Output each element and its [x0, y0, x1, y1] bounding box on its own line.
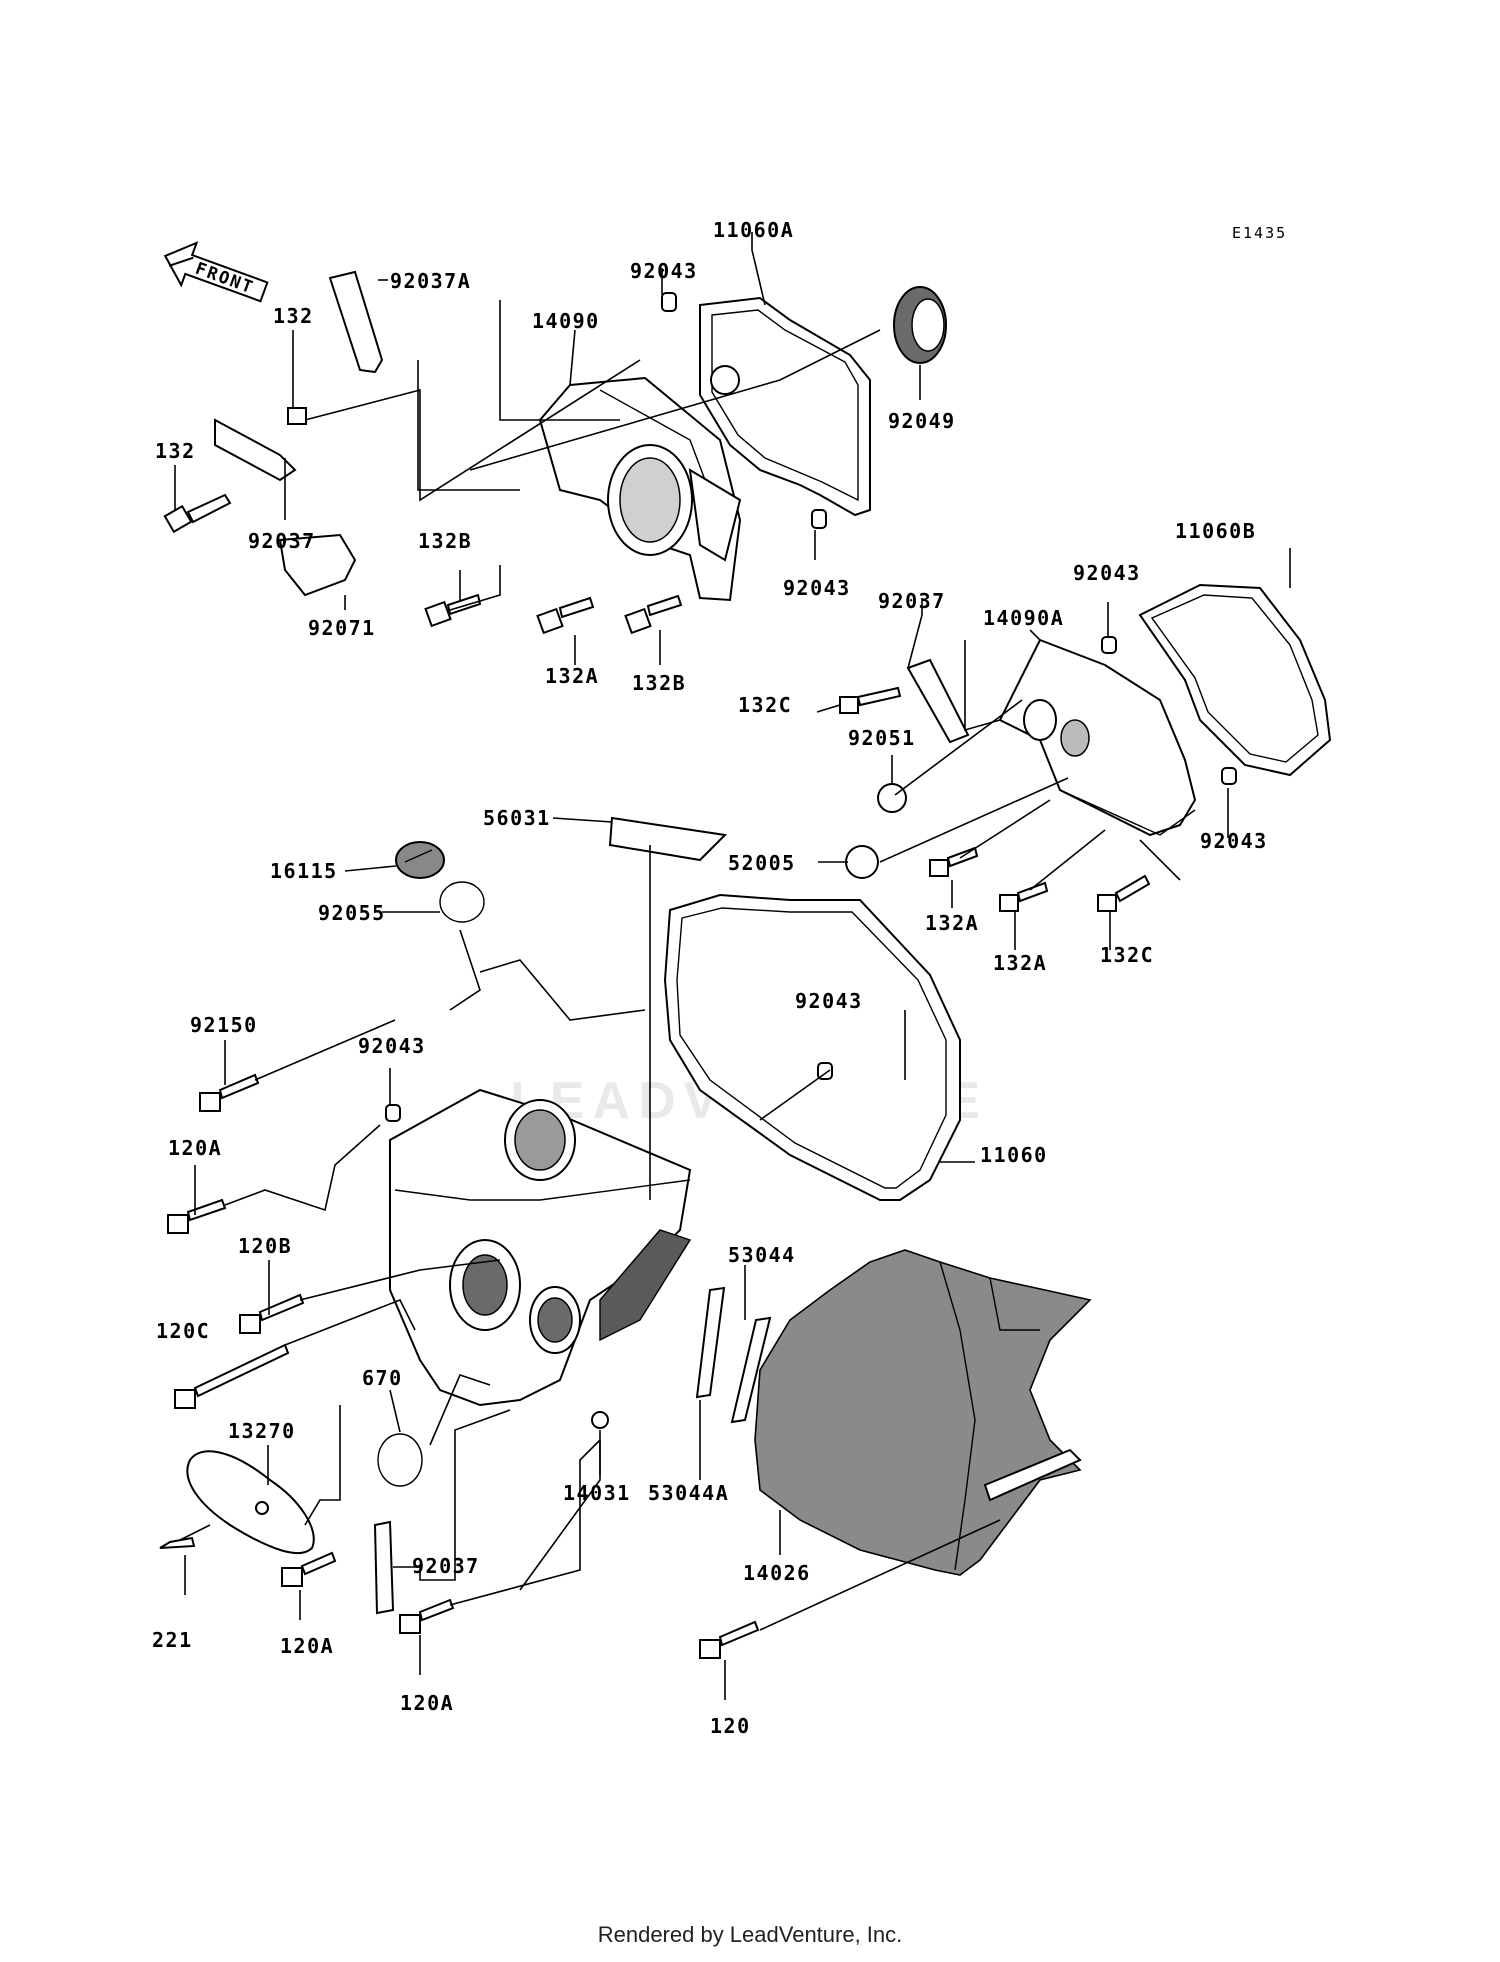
callout-92055: 92055 [318, 901, 386, 925]
plate-13270 [186, 1450, 315, 1555]
dowel-92043-e [385, 1104, 401, 1122]
footer-credit: Rendered by LeadVenture, Inc. [597, 1922, 903, 1947]
front-arrow-icon: FRONT [163, 241, 269, 303]
tube-53044 [730, 1316, 772, 1424]
clamp-92071 [278, 533, 357, 597]
bolt-132c-a [839, 686, 902, 714]
callout-56031: 56031 [483, 806, 551, 830]
bolt-132-b [163, 493, 232, 534]
callout-11060b: 11060B [1175, 519, 1256, 543]
callout-11060a: 11060A [713, 218, 794, 242]
bolt-132b-b [624, 594, 683, 635]
oil-filler-cap-16115 [395, 841, 445, 879]
callout-670: 670 [362, 1366, 403, 1390]
clamp-92037-b [906, 658, 970, 744]
callout-16115: 16115 [270, 859, 338, 883]
callout-92037: 92037 [412, 1554, 480, 1578]
bolt-120a-b [281, 1551, 337, 1587]
clamp-92037-c [373, 1520, 395, 1615]
bolt-120b [239, 1293, 305, 1334]
bolt-92150 [199, 1073, 260, 1112]
callout-14090a: 14090A [983, 606, 1064, 630]
callout-120: 120 [710, 1714, 751, 1738]
cover-14090a [998, 638, 1197, 837]
callout-92037: 92037 [248, 529, 316, 553]
bolt-221 [159, 1536, 196, 1549]
callout-14090: 14090 [532, 309, 600, 333]
leaders-upper [174, 232, 921, 665]
callout-120a: 120A [280, 1634, 334, 1658]
callout-92051: 92051 [848, 726, 916, 750]
callout-92043: 92043 [1200, 829, 1268, 853]
callout-120c: 120C [156, 1319, 210, 1343]
gasket-11060b [1138, 583, 1332, 777]
cover-14090 [538, 376, 742, 602]
bolt-132-a [287, 407, 307, 425]
callout-132a: 132A [925, 911, 979, 935]
callout-132c: 132C [1100, 943, 1154, 967]
callout-132a: 132A [545, 664, 599, 688]
o-ring-670 [377, 1433, 423, 1487]
seal-52005 [845, 845, 879, 879]
dowel-92043-c [1101, 636, 1117, 654]
callout-52005: 52005 [728, 851, 796, 875]
callout-132a: 132A [993, 951, 1047, 975]
bolt-120 [699, 1620, 760, 1659]
bolt-132a-a [536, 596, 595, 635]
callout-132b: 132B [632, 671, 686, 695]
callout-53044a: 53044A [648, 1481, 729, 1505]
bolt-120a-c [399, 1598, 455, 1634]
o-ring-92055 [439, 881, 485, 923]
callout-221: 221 [152, 1628, 193, 1652]
tube-53044a [695, 1286, 726, 1399]
oil-seal-92049 [893, 286, 947, 364]
clamp-92037-a [214, 418, 297, 482]
callout-92043: 92043 [783, 576, 851, 600]
dowel-92043-b [811, 509, 827, 529]
leaders-lower [179, 845, 1001, 1700]
bolt-132a-c [999, 881, 1049, 912]
callout-120a: 120A [400, 1691, 454, 1715]
callout-132c: 132C [738, 693, 792, 717]
diagram-code: E1435 [1232, 224, 1287, 242]
callout-labels: 11060A 92043 92037A 14090 132 132 92049 … [152, 218, 1268, 1738]
callout-14031: 14031 [563, 1481, 631, 1505]
callout-132: 132 [273, 304, 314, 328]
seal-92051 [877, 783, 907, 813]
callout-92037a: 92037A [390, 269, 471, 293]
callout-92037: 92037 [878, 589, 946, 613]
bolt-132c-b [1097, 874, 1151, 912]
callout-13270: 13270 [228, 1419, 296, 1443]
callout-132b: 132B [418, 529, 472, 553]
callout-92071: 92071 [308, 616, 376, 640]
leaders-right [552, 548, 1291, 950]
crankcase-cover-14031 [389, 1088, 692, 1429]
gasket-11060 [663, 893, 961, 1201]
callout-92043: 92043 [795, 989, 863, 1013]
gasket-11060a [699, 296, 871, 517]
callout-92043: 92043 [358, 1034, 426, 1058]
callout-92043: 92043 [1073, 561, 1141, 585]
dowel-92043-d [1221, 767, 1237, 785]
outer-cover-14026 [754, 1249, 1092, 1576]
callout-14026: 14026 [743, 1561, 811, 1585]
bolt-120a-a [167, 1198, 227, 1234]
callout-92150: 92150 [190, 1013, 258, 1037]
callout-53044: 53044 [728, 1243, 796, 1267]
callout-92043: 92043 [630, 259, 698, 283]
callout-92049: 92049 [888, 409, 956, 433]
callout-132: 132 [155, 439, 196, 463]
front-label: FRONT [192, 259, 256, 299]
dowel-92043-f [817, 1062, 833, 1080]
dowel-92043-a [661, 292, 677, 312]
callout-120b: 120B [238, 1234, 292, 1258]
callout-120a: 120A [168, 1136, 222, 1160]
bolt-132b-a [424, 593, 482, 628]
callout-11060: 11060 [980, 1143, 1048, 1167]
clamp-92037a [328, 270, 384, 374]
label-56031 [608, 816, 728, 862]
bolt-120c [174, 1343, 290, 1409]
